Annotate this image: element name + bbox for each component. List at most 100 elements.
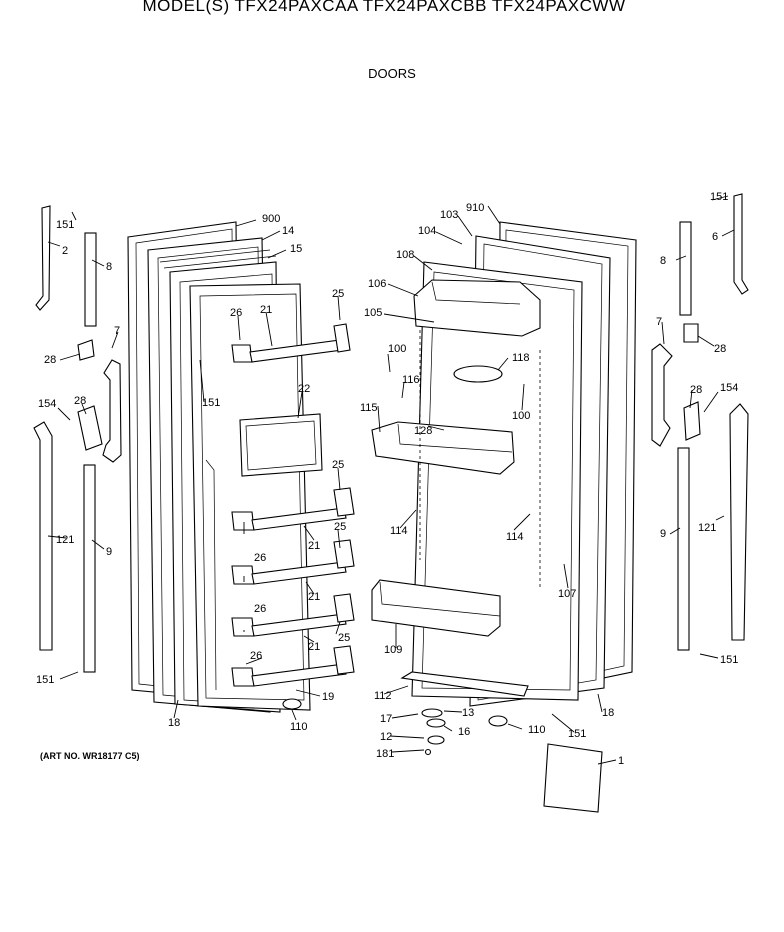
callout-121: 121	[698, 522, 716, 534]
right-handle-cover-121	[729, 403, 749, 641]
callout-114: 114	[390, 525, 408, 537]
callout-21: 21	[308, 540, 320, 552]
callout-116: 116	[402, 374, 420, 386]
callout-104: 104	[418, 225, 436, 237]
hinge-stack	[421, 708, 446, 756]
callout-15: 15	[290, 243, 302, 255]
callout-21: 21	[308, 641, 320, 653]
cap-110-right	[488, 715, 508, 727]
left-handle-7	[102, 359, 122, 463]
right-trim-6	[733, 193, 749, 295]
right-hinge-28-lower	[683, 401, 701, 441]
callout-26: 26	[254, 552, 266, 564]
callout-9: 9	[660, 528, 666, 540]
callout-154: 154	[720, 382, 738, 394]
callout-25: 25	[332, 288, 344, 300]
left-trim-2	[35, 205, 51, 311]
callout-151: 151	[202, 397, 220, 409]
left-hinge-28-upper	[77, 339, 95, 361]
left-trim-9	[83, 464, 96, 673]
callout-18: 18	[168, 717, 180, 729]
callout-900: 900	[262, 213, 280, 225]
left-hinge-28-lower	[77, 405, 103, 451]
callout-110: 110	[528, 724, 546, 736]
callout-2: 2	[62, 245, 68, 257]
callout-17: 17	[380, 713, 392, 725]
callout-16: 16	[458, 726, 470, 738]
right-trim-9	[677, 447, 690, 651]
callout-154: 154	[38, 398, 56, 410]
door-shelf-upper	[231, 323, 351, 363]
callout-19: 19	[322, 691, 334, 703]
callout-910: 910	[466, 202, 484, 214]
left-handle-cover-121	[33, 421, 53, 651]
right-trim-8	[679, 221, 692, 316]
bin-109	[371, 579, 501, 637]
callout-118: 118	[512, 352, 530, 364]
callout-12: 12	[380, 731, 392, 743]
callout-151: 151	[56, 219, 74, 231]
right-hinge-28-upper	[683, 323, 699, 343]
door-shelf-4	[231, 593, 355, 637]
bin-118	[453, 365, 503, 383]
callout-115: 115	[360, 402, 378, 414]
callout-100: 100	[388, 343, 406, 355]
callout-9: 9	[106, 546, 112, 558]
callout-21: 21	[260, 304, 272, 316]
callout-26: 26	[250, 650, 262, 662]
callout-28: 28	[74, 395, 86, 407]
callout-18: 18	[602, 707, 614, 719]
callout-21: 21	[308, 591, 320, 603]
callout-105: 105	[364, 307, 382, 319]
callout-7: 7	[656, 316, 662, 328]
callout-22: 22	[298, 383, 310, 395]
callout-13: 13	[462, 707, 474, 719]
callout-7: 7	[114, 325, 120, 337]
callout-28: 28	[690, 384, 702, 396]
callout-26: 26	[254, 603, 266, 615]
callout-26: 26	[230, 307, 242, 319]
callout-151: 151	[36, 674, 54, 686]
section-title: DOORS	[368, 66, 416, 81]
callout-151: 151	[720, 654, 738, 666]
door-panel-22	[239, 413, 323, 477]
callout-labels: 151 2 8 7 28 154 28 121 9 151 900 14 15 …	[36, 191, 738, 767]
door-shelf-3	[231, 539, 355, 585]
callout-28: 28	[714, 343, 726, 355]
callout-112: 112	[374, 690, 392, 702]
bin-115	[371, 421, 515, 475]
callout-106: 106	[368, 278, 386, 290]
rails-114	[419, 330, 541, 590]
callout-128: 128	[414, 425, 432, 437]
callout-8: 8	[106, 261, 112, 273]
trim-112	[400, 671, 529, 697]
leader-lines	[47, 195, 735, 765]
callout-114: 114	[506, 531, 524, 543]
callout-181: 181	[376, 748, 394, 760]
callout-121: 121	[56, 534, 74, 546]
callout-6: 6	[712, 231, 718, 243]
callout-151: 151	[710, 191, 728, 203]
callout-108: 108	[396, 249, 414, 261]
freezer-top-shelf-106	[413, 279, 541, 337]
left-trim-8	[84, 232, 97, 327]
cap-110-left	[282, 698, 302, 710]
callout-1: 1	[618, 755, 624, 767]
door-shelf-2	[231, 487, 355, 531]
right-handle-7	[651, 343, 673, 447]
door-shelf-5	[231, 645, 355, 687]
art-number: (ART NO. WR18177 C5)	[40, 751, 140, 761]
callout-109: 109	[384, 644, 402, 656]
callout-8: 8	[660, 255, 666, 267]
callout-110: 110	[290, 721, 308, 733]
callout-14: 14	[282, 225, 294, 237]
callout-107: 107	[558, 588, 576, 600]
callout-25: 25	[338, 632, 350, 644]
callout-25: 25	[334, 521, 346, 533]
model-title: MODEL(S) TFX24PAXCAA TFX24PAXCBB TFX24PA…	[142, 0, 626, 15]
callout-28: 28	[44, 354, 56, 366]
callout-100: 100	[512, 410, 530, 422]
service-card-1	[543, 743, 603, 813]
